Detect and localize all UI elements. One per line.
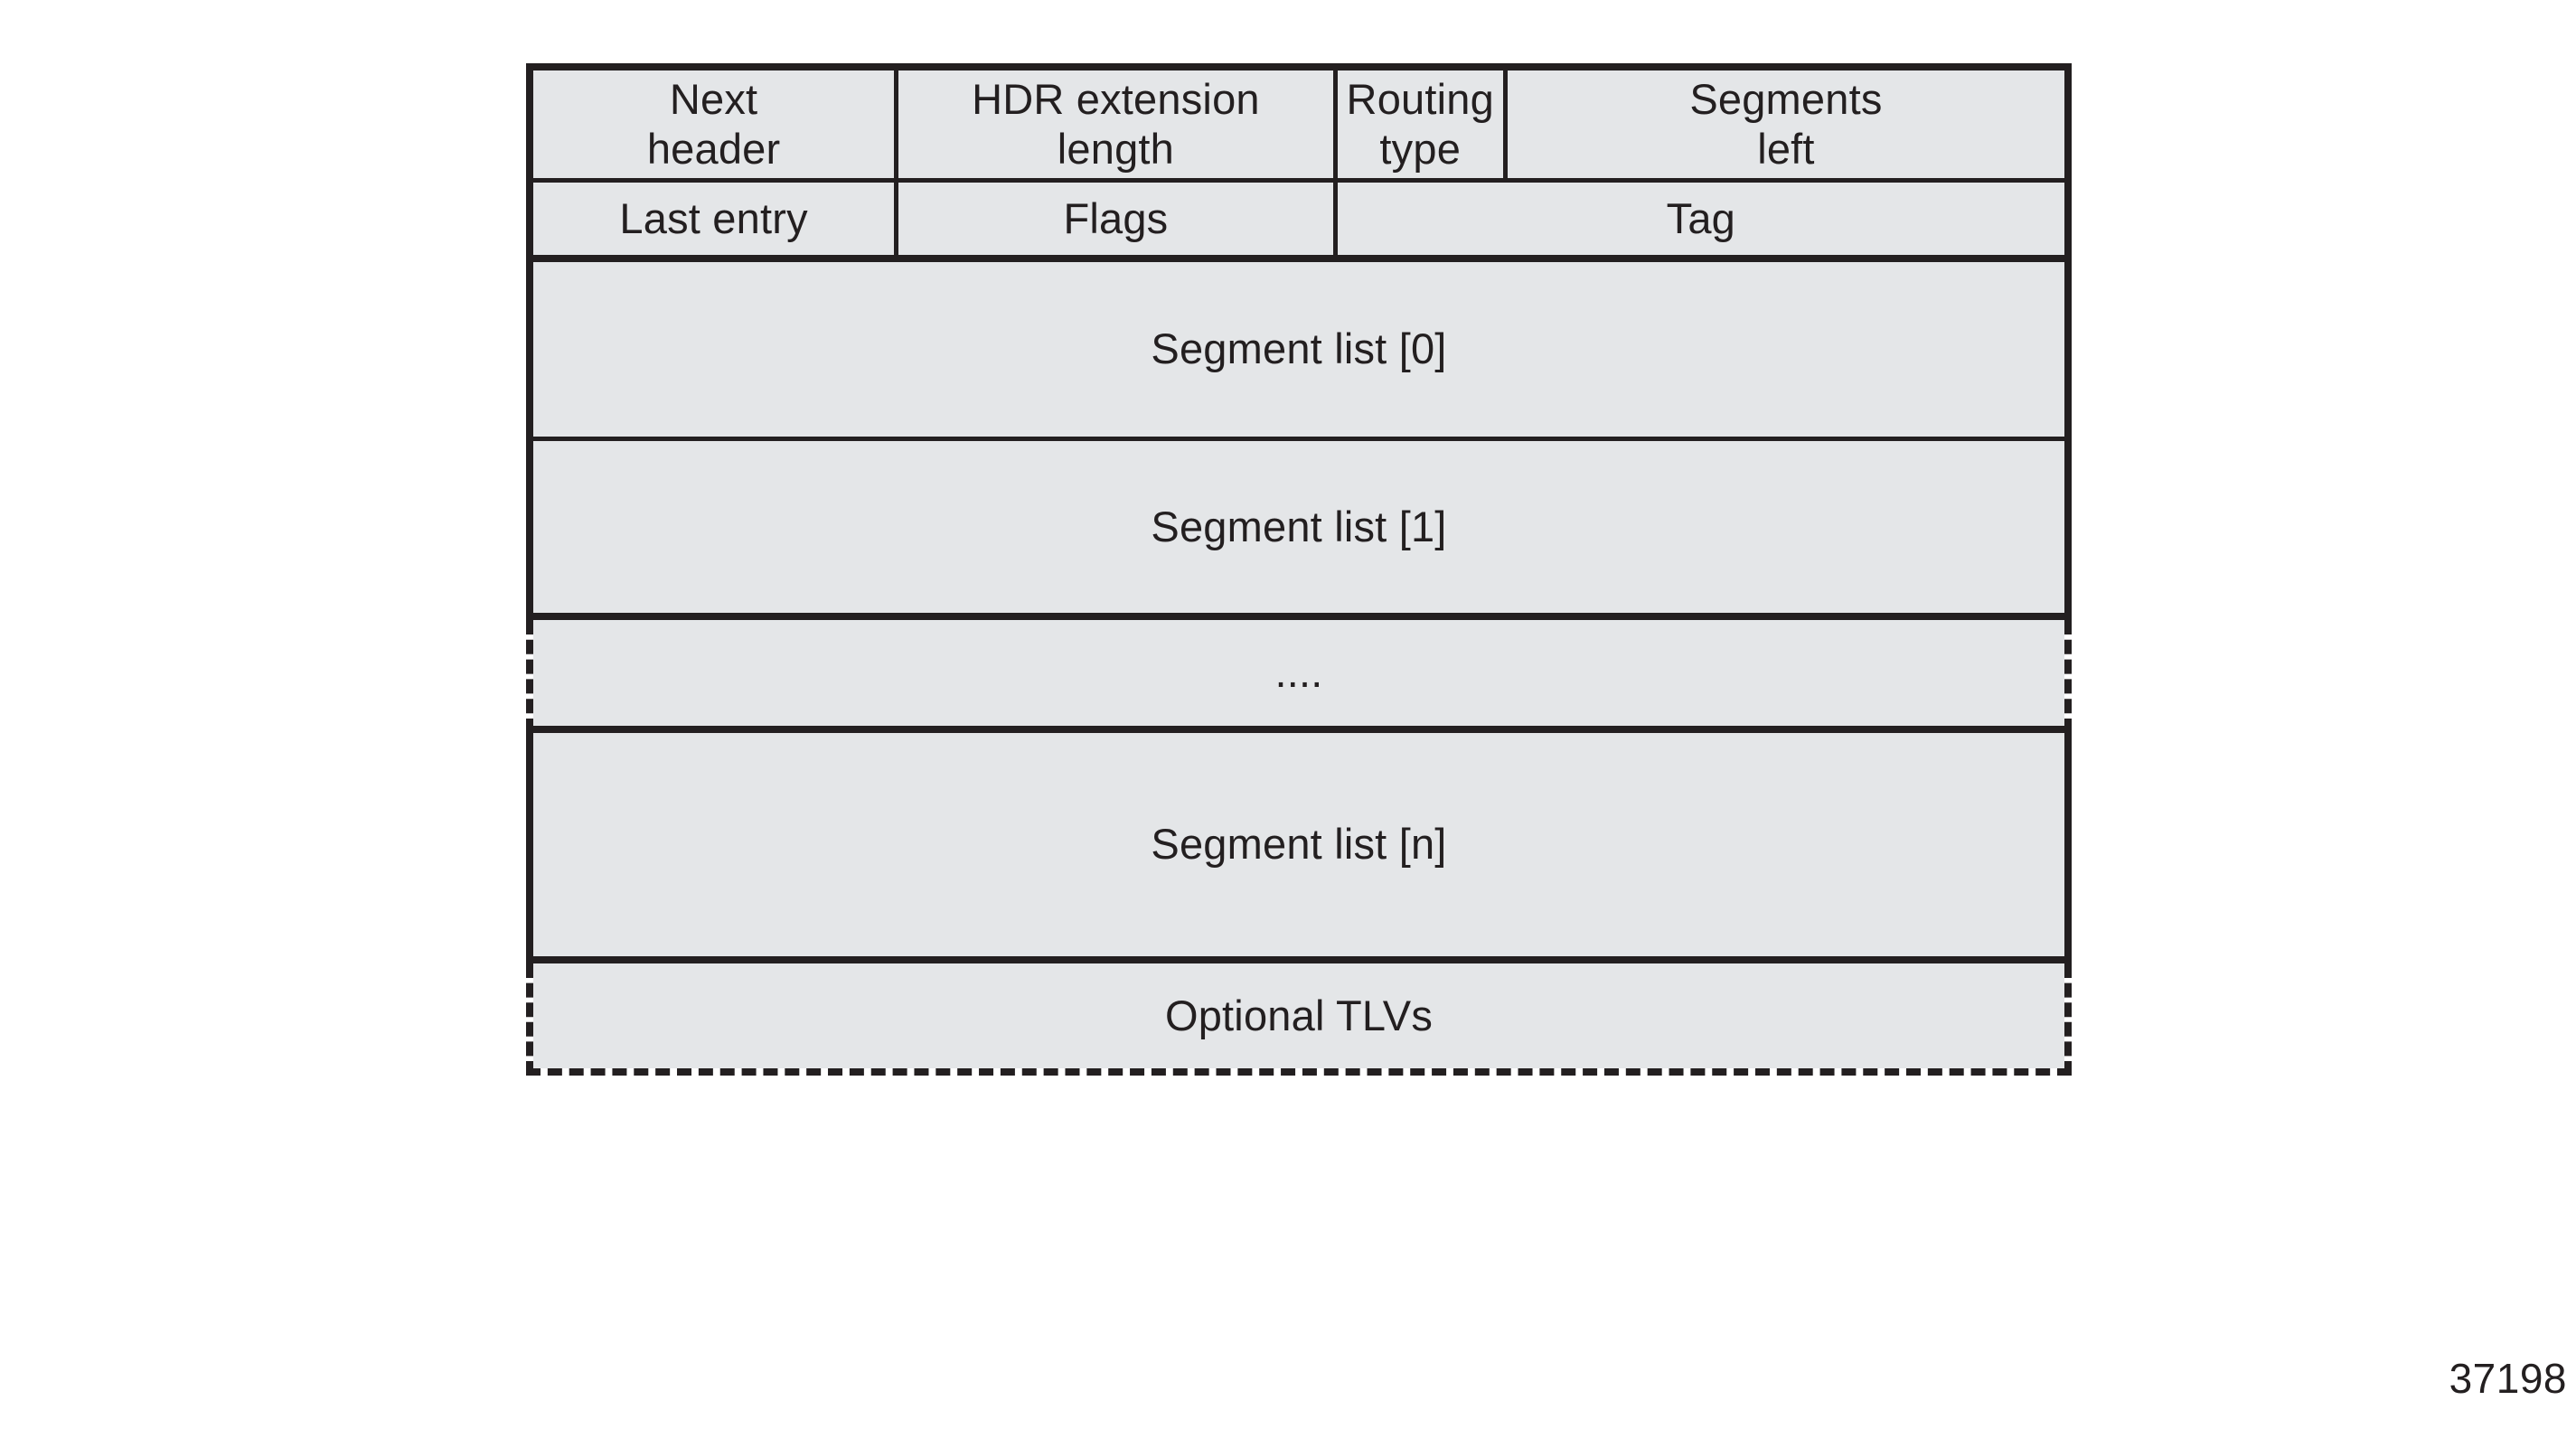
cell-hdr-extension-length: HDR extension length	[898, 70, 1338, 178]
cell-ellipsis: ....	[533, 620, 2064, 726]
table-row-header: Next header HDR extension length Routing…	[526, 63, 2072, 183]
cell-segments-left: Segments left	[1507, 70, 2064, 178]
cell-tag: Tag	[1337, 183, 2064, 255]
cell-segment-list-1: Segment list [1]	[533, 441, 2064, 613]
figure-id-label: 37198	[2449, 1355, 2567, 1402]
cell-segment-list-n: Segment list [n]	[533, 733, 2064, 956]
cell-routing-type: Routing type	[1337, 70, 1508, 178]
cell-flags: Flags	[898, 183, 1338, 255]
cell-segment-list-0: Segment list [0]	[533, 262, 2064, 437]
cell-next-header: Next header	[533, 70, 899, 178]
table-row-segment-list-n: Segment list [n]	[526, 733, 2072, 963]
table-row-ellipsis: ....	[526, 620, 2072, 733]
cell-last-entry: Last entry	[533, 183, 899, 255]
table-row-meta: Last entry Flags Tag	[526, 183, 2072, 262]
table-row-segment-list-1: Segment list [1]	[526, 441, 2072, 620]
table-row-segment-list-0: Segment list [0]	[526, 262, 2072, 441]
table-row-optional-tlvs: Optional TLVs	[526, 963, 2072, 1076]
packet-format-table: Next header HDR extension length Routing…	[526, 63, 2072, 1356]
cell-optional-tlvs: Optional TLVs	[533, 963, 2064, 1068]
